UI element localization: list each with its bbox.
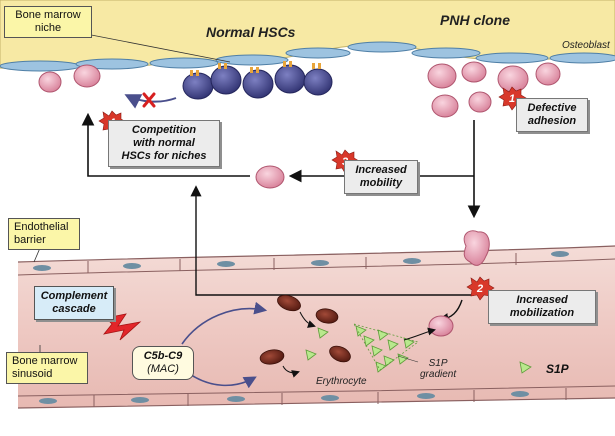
blocked-x-icon [142,92,156,108]
s1p-gradient-label: S1P gradient [420,358,457,380]
niche-pnh-cells [38,64,101,93]
badge-2-number: 2 [476,283,483,295]
adhesion-markers [190,61,321,76]
s1p-attraction-arrow [403,327,436,341]
step-4-box: Competition with normal HSCs for niches [108,120,220,167]
vessel-bottom-inner [17,385,615,397]
normal-hscs-title: Normal HSCs [206,24,296,40]
step-3-box: Increased mobility [344,160,418,194]
mac-label: (MAC) [147,363,179,375]
bone-marrow-niche-box: Bone marrow niche [4,6,92,38]
pnh-clone-cells [427,61,561,118]
s1p-gradient-leader [397,355,419,363]
mac-box: C5b-C9 (MAC) [132,346,194,380]
osteoblast-label: Osteoblast [562,40,610,51]
s1p-gradient-outline [353,323,419,371]
endothelial-barrier-box: Endothelial barrier [8,218,80,250]
rbc-small-arrows [282,311,316,378]
sinusoid-pnh-cell [428,315,454,337]
vessel-top-wall [17,245,615,263]
step-1-box: Defective adhesion [516,98,588,132]
transmigrating-pnh-cell [463,230,490,266]
vessel-top-inner [17,258,615,276]
normal-hsc-cells [182,64,333,100]
osteoblast-layer [0,41,615,72]
endothelial-junctions-top [87,253,517,273]
arrow-competition [81,112,250,177]
endothelial-nuclei-top [33,251,569,271]
erythrocyte-label: Erythrocyte [316,376,367,387]
vessel-bottom-wall [17,397,615,409]
s1p-legend-label: S1P [546,362,569,376]
badge-2: 2 [466,276,495,301]
c5b-c9-label: C5b-C9 [143,350,183,362]
endothelial-leader [33,247,41,263]
pnh-clone-title: PNH clone [440,12,511,28]
mac-arrow-upper [181,301,268,345]
lightning-icon [103,313,142,341]
complement-cascade-box: Complement cascade [34,286,114,320]
endothelial-nuclei-bottom [39,391,529,404]
arrow-return-loop [190,185,474,296]
migrating-pnh-cell [255,165,285,189]
endothelial-junctions-bottom [93,388,567,407]
s1p-triangles [305,325,532,374]
badge-1-number: 1 [509,93,515,105]
bone-marrow-sinusoid-box: Bone marrow sinusoid [6,352,88,384]
erythrocytes [259,294,351,365]
step-2-box: Increased mobilization [488,290,596,324]
